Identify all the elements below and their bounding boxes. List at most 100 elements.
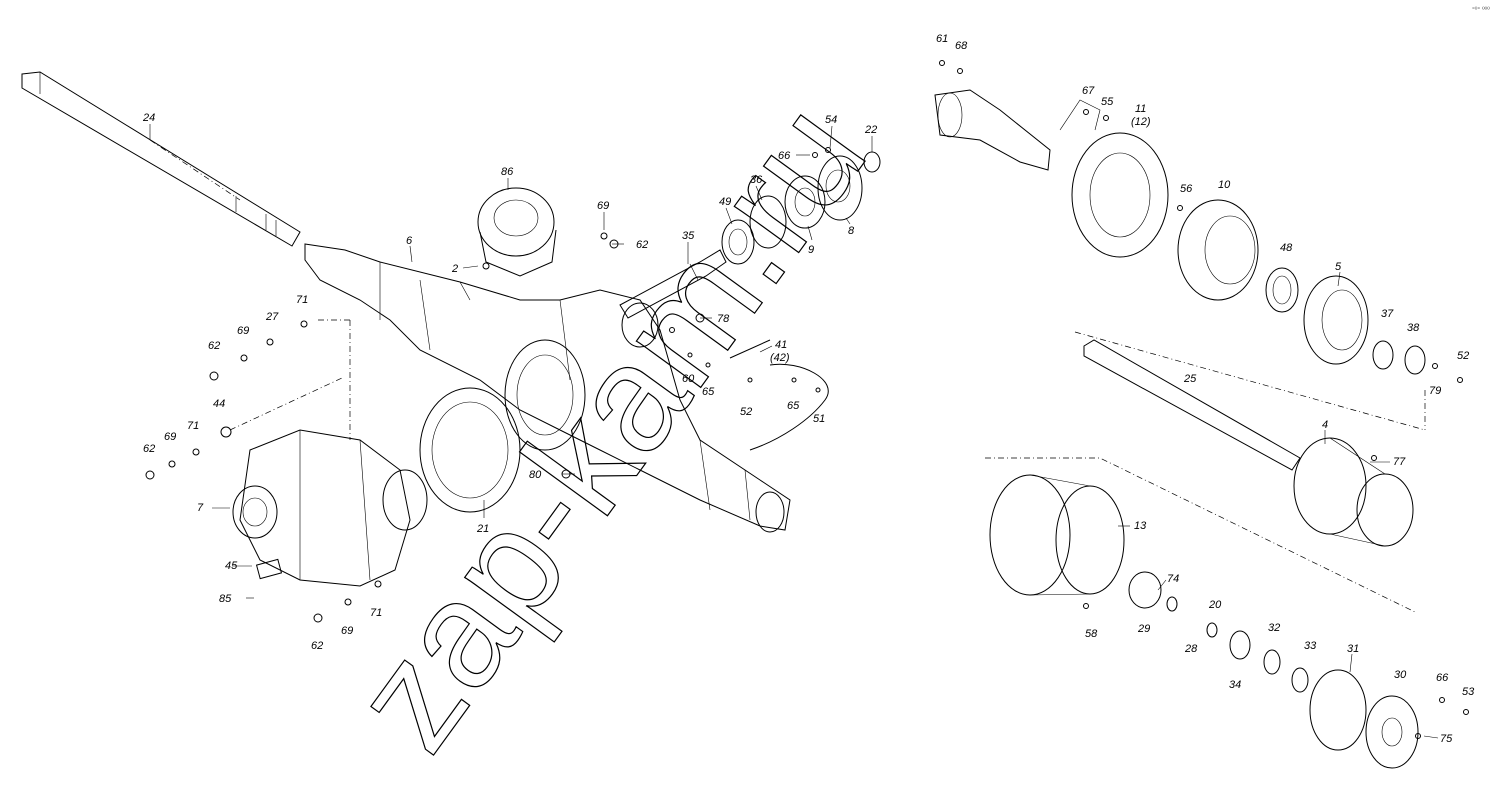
label-54: 54 [825,114,837,126]
trunnion-shaft [934,89,1051,171]
label-28: 28 [1184,643,1198,655]
gasket-31 [1309,669,1367,751]
label-62c: 62 [143,443,155,455]
label-9: 9 [808,244,814,256]
label-56: 56 [1180,183,1193,195]
label-20: 20 [1208,599,1222,611]
rings-37-38 [1372,340,1426,375]
label-8: 8 [848,225,855,237]
label-2: 2 [451,263,458,275]
flange-9 [784,175,826,229]
label-27: 27 [265,311,279,323]
label-4: 4 [1322,419,1328,431]
label-67: 67 [1082,85,1095,97]
bearing-49 [721,219,755,265]
label-68: 68 [955,40,968,52]
fasteners [145,60,1469,739]
label-25: 25 [1183,373,1197,385]
label-37: 37 [1381,308,1394,320]
axle-housing [304,243,791,533]
label-38: 38 [1407,322,1420,334]
label-55: 55 [1101,96,1114,108]
label-58: 58 [1085,628,1098,640]
label-48: 48 [1280,242,1293,254]
watermark: zap-kam.ru [319,73,897,780]
label-32: 32 [1268,622,1280,634]
label-29: 29 [1137,623,1150,635]
label-30: 30 [1394,669,1407,681]
label-69d: 69 [341,625,353,637]
label-10: 10 [1218,179,1231,191]
drive-shaft [619,249,727,319]
gasket-21 [419,387,521,513]
label-75: 75 [1440,733,1453,745]
label-80: 80 [529,469,542,481]
gear-29 [1128,571,1162,609]
cover-8 [817,155,863,221]
brake-shield-11 [1059,99,1169,258]
part-labels: 24 86 6 2 69 62 35 49 36 66 54 22 9 8 71… [142,33,1475,745]
brake-hose [729,339,829,451]
leader-lines [149,124,1439,739]
label-12: (12) [1131,116,1151,128]
label-5: 5 [1335,261,1342,273]
hub-10 [1177,199,1259,301]
label-31: 31 [1347,643,1359,655]
label-7: 7 [197,502,204,514]
label-51: 51 [813,413,825,425]
label-24: 24 [142,112,155,124]
cover-30 [1365,695,1419,769]
corner-mark: °º° ººº [1472,6,1490,14]
ring-20 [1166,596,1218,638]
axle-shaft-right [1074,331,1426,471]
label-53: 53 [1462,686,1475,698]
label-11: 11 [1135,103,1146,115]
label-62d: 62 [311,640,323,652]
label-52b: 52 [1457,350,1469,362]
label-62a: 62 [636,239,648,251]
label-35: 35 [682,230,695,242]
label-62b: 62 [208,340,220,352]
label-86: 86 [501,166,514,178]
label-13: 13 [1134,520,1147,532]
label-33: 33 [1304,640,1317,652]
label-42: (42) [770,352,790,364]
ring-32 [1263,649,1281,675]
label-44: 44 [213,398,225,410]
ring-gear-5 [1303,275,1369,365]
label-36: 36 [750,174,763,186]
label-71a: 71 [296,294,308,306]
label-45: 45 [225,560,238,572]
label-61: 61 [936,33,948,45]
label-69a: 69 [597,200,609,212]
label-79: 79 [1429,385,1441,397]
gasket-36 [749,195,787,249]
axle-shaft-left [21,71,301,247]
watermark-text: zap-kam.ru [320,73,897,779]
label-21: 21 [476,523,489,535]
label-66b: 66 [1436,672,1449,684]
label-65b: 65 [787,400,800,412]
assembly-lines [229,319,1426,440]
label-69c: 69 [164,431,176,443]
washer-34 [1229,630,1251,660]
label-69b: 69 [237,325,249,337]
label-49: 49 [719,196,731,208]
hub-carrier-4 [1293,437,1414,547]
label-41: 41 [775,339,787,351]
label-78: 78 [717,313,730,325]
label-52a: 52 [740,406,752,418]
label-77: 77 [1393,456,1406,468]
ring-33 [1291,667,1309,693]
bearing-48 [1265,267,1299,313]
label-60: 60 [682,373,695,385]
label-85: 85 [219,593,232,605]
label-22: 22 [864,124,877,136]
label-71b: 71 [187,420,199,432]
label-34: 34 [1229,679,1241,691]
label-6: 6 [406,235,413,247]
label-71c: 71 [370,607,382,619]
brake-chamber [477,187,557,277]
label-74: 74 [1167,573,1179,585]
